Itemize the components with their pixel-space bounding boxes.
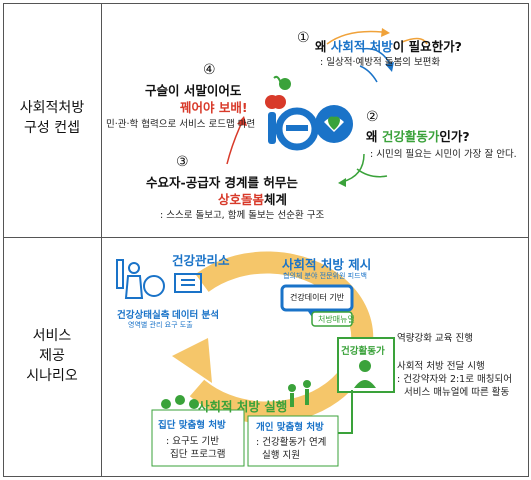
- arrow-green: [356, 168, 388, 178]
- group-title: 집단 맞춤형 처방: [158, 420, 226, 431]
- activist-title: 건강활동가: [341, 346, 385, 357]
- activist-line2: 사회적 처방 전달 시행: [397, 361, 485, 372]
- arrow-q2-q3: [341, 153, 365, 183]
- execution-title: 사회적 처방 실행: [198, 399, 288, 414]
- individual-line2: 실행 지원: [262, 450, 300, 461]
- q1-number: ①: [297, 30, 310, 46]
- arrow-blue: [361, 47, 391, 65]
- activist-line4: 서비스 매뉴얼에 따른 활동: [404, 387, 510, 398]
- q4-sub: 민·관·학 협력으로 서비스 로드맵 마련: [106, 119, 256, 130]
- q3-line2: 상호돌봄체계: [218, 192, 288, 207]
- arrow-q1-logo: [359, 65, 378, 83]
- arrow-head-1: [381, 28, 390, 37]
- table-top-border: [3, 3, 528, 4]
- activist-arrow: [335, 390, 353, 434]
- arrow-head-4: [237, 116, 247, 126]
- q4-line1: 구슬이 서말이어도: [145, 83, 242, 98]
- group-box: [151, 409, 245, 467]
- q4-number: ④: [203, 62, 216, 78]
- q1-title: 왜 사회적 처방이 필요한가?: [315, 39, 462, 54]
- arrow-head-2: [385, 62, 394, 72]
- activist-line1: 역량강화 교육 진행: [397, 333, 473, 344]
- health-center-title: 건강관리소: [172, 253, 230, 268]
- row2-label: 서비스 제공 시나리오: [26, 328, 78, 384]
- group-icon: [161, 395, 199, 409]
- arrow-head-3: [338, 178, 346, 187]
- scenario-diagram: [116, 251, 395, 467]
- prescription-manual: 처방매뉴얼: [318, 315, 355, 324]
- prescription-bubble-icon: [280, 284, 354, 327]
- cycle-arrow-head: [172, 338, 212, 383]
- health-center-sub1: 건강상태실측: [117, 310, 170, 321]
- execution-icon: [288, 380, 311, 407]
- arrow-q4-q1: [326, 30, 383, 45]
- concept-diagram: [226, 28, 428, 187]
- logo-icon: [265, 75, 353, 151]
- prescription-title: 사회적 처방 제시: [282, 257, 372, 272]
- q1-sub: : 일상적·예방적 돌봄의 보편화: [320, 57, 441, 68]
- q3-line1: 수요자-공급자 경계를 허무는: [146, 175, 298, 190]
- prescription-bubble-text: 건강데이터 기반: [290, 293, 345, 302]
- q3-number: ③: [176, 154, 189, 170]
- q4-highlight: 꿰어야 보배!: [180, 100, 248, 115]
- individual-box: [247, 415, 339, 467]
- group-line2: 집단 프로그램: [170, 449, 226, 460]
- individual-title: 개인 맞춤형 처방: [256, 422, 324, 433]
- row-divider: [3, 237, 528, 238]
- column-divider: [101, 3, 102, 476]
- prescription-sub: 협의체 분야 전문위원 피드백: [283, 272, 367, 280]
- individual-line1: : 건강활동가 연계: [256, 437, 327, 448]
- arrow-top: [401, 37, 428, 45]
- arrow-q3-q4: [226, 121, 243, 165]
- health-center-sub2: 데이터 분석: [172, 310, 220, 321]
- group-line1: : 요구도 기반: [166, 436, 219, 447]
- activist-icon: [354, 360, 376, 388]
- q3-sub: : 스스로 돌보고, 함께 돌보는 선순환 구조: [160, 210, 325, 221]
- q2-number: ②: [366, 109, 379, 125]
- health-center-sub3: 영역별 관리 요구 도출: [128, 321, 193, 329]
- q2-title: 왜 건강활동가인가?: [366, 129, 470, 144]
- health-center-icon: [116, 259, 202, 299]
- row1-label: 사회적처방 구성 컨셉: [19, 100, 85, 136]
- q2-sub: : 시민의 필요는 시민이 가장 잘 안다.: [370, 149, 517, 160]
- activist-line3: : 건강약자와 2:1로 매칭되어: [397, 374, 512, 385]
